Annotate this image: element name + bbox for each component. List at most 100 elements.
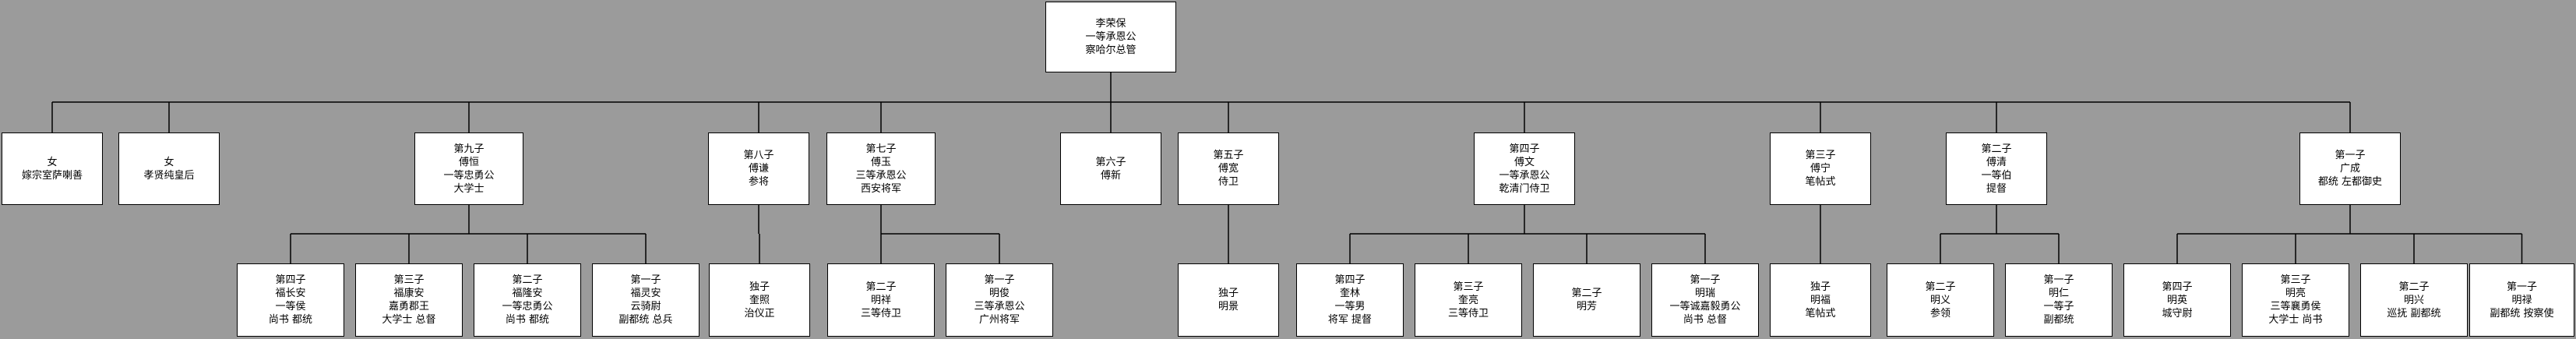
- grandchild-node-10-2-line-4: 副都统: [2043, 314, 2074, 326]
- grandchild-node-3-2-line-3: 嘉勇郡王: [388, 301, 429, 313]
- grandchild-node-3-3-line-2: 福隆安: [512, 288, 543, 299]
- child-node-3-line-4: 大学士: [453, 182, 485, 195]
- grandchild-node-3-4-line-3: 云骑尉: [630, 301, 661, 313]
- grandchild-node-11-2: 第三子明亮三等襄勇侯大学士 尚书: [2242, 263, 2349, 337]
- grandchild-node-10-1: 第二子明义参领: [1887, 263, 1994, 337]
- grandchild-node-8-2-line-1: 第三子: [1453, 281, 1484, 293]
- child-node-10-line-2: 傅清: [1986, 156, 2007, 168]
- grandchild-node-10-2-line-3: 一等子: [2043, 301, 2074, 313]
- grandchild-node-5-2-line-2: 明俊: [988, 288, 1010, 299]
- root-node-line-1: 李荣保: [1095, 18, 1126, 30]
- child-node-9-line-3: 笔帖式: [1805, 176, 1836, 188]
- child-node-6-line-2: 傅新: [1100, 169, 1121, 182]
- grandchild-node-11-2-line-4: 大学士 尚书: [2268, 314, 2323, 326]
- child-node-5: 第七子傅玉三等承恩公西安将军: [826, 132, 936, 205]
- grandchild-node-8-1-line-2: 奎林: [1339, 288, 1360, 299]
- child-node-6: 第六子傅新: [1060, 132, 1161, 205]
- child-node-6-line-1: 第六子: [1095, 156, 1126, 168]
- grandchild-node-11-2-line-2: 明亮: [2285, 288, 2306, 299]
- grandchild-node-7-1: 独子明景: [1178, 263, 1279, 337]
- child-node-2-line-1: 女: [164, 156, 174, 168]
- child-node-4-line-2: 傅谦: [748, 163, 769, 175]
- child-node-5-line-2: 傅玉: [870, 156, 891, 168]
- child-node-9-line-1: 第三子: [1805, 150, 1836, 161]
- grandchild-node-9-1-line-2: 明福: [1810, 294, 1831, 306]
- grandchild-node-8-4-line-2: 明瑞: [1694, 288, 1715, 299]
- grandchild-node-11-4-line-1: 第一子: [2506, 281, 2537, 293]
- grandchild-node-11-1-line-1: 第四子: [2162, 281, 2193, 293]
- grandchild-node-8-4-line-4: 尚书 总督: [1683, 314, 1728, 326]
- grandchild-node-5-1-line-3: 三等侍卫: [860, 307, 901, 320]
- child-node-7: 第五子傅宽侍卫: [1178, 132, 1279, 205]
- grandchild-node-8-1: 第四子奎林一等男将军 提督: [1296, 263, 1404, 337]
- grandchild-node-11-4-line-2: 明禄: [2511, 294, 2532, 306]
- child-node-2-line-2: 孝贤纯皇后: [143, 169, 195, 182]
- grandchild-node-4-1: 独子奎照治仪正: [709, 263, 810, 337]
- grandchild-node-10-2-line-2: 明仁: [2048, 288, 2069, 299]
- child-node-10: 第二子傅清一等伯提督: [1946, 132, 2047, 205]
- grandchild-node-9-1-line-1: 独子: [1810, 281, 1831, 293]
- child-node-11-line-2: 广成: [2339, 163, 2360, 175]
- grandchild-node-4-1-line-3: 治仪正: [744, 307, 775, 320]
- child-node-9: 第三子傅宁笔帖式: [1770, 132, 1871, 205]
- grandchild-node-8-4: 第一子明瑞一等诚嘉毅勇公尚书 总督: [1651, 263, 1759, 337]
- grandchild-node-11-2-line-1: 第三子: [2280, 274, 2311, 286]
- grandchild-node-3-2-line-2: 福康安: [393, 288, 425, 299]
- root-node: 李荣保一等承恩公察哈尔总管: [1045, 2, 1176, 72]
- child-node-11: 第一子广成都统 左都御史: [2299, 132, 2401, 205]
- grandchild-node-5-1-line-1: 第二子: [865, 281, 897, 293]
- child-node-3: 第九子傅恒一等忠勇公大学士: [414, 132, 523, 205]
- grandchild-node-10-1-line-2: 明义: [1929, 294, 1951, 306]
- grandchild-node-3-3-line-4: 尚书 都统: [505, 314, 550, 326]
- child-node-4-line-3: 参将: [748, 176, 769, 188]
- grandchild-node-3-1-line-4: 尚书 都统: [268, 314, 313, 326]
- grandchild-node-5-1-line-2: 明祥: [870, 294, 891, 306]
- grandchild-node-3-3-line-1: 第二子: [512, 274, 543, 286]
- grandchild-node-8-1-line-1: 第四子: [1334, 274, 1366, 286]
- grandchild-node-8-3: 第二子明芳: [1533, 263, 1640, 337]
- grandchild-node-8-2: 第三子奎亮三等侍卫: [1415, 263, 1522, 337]
- grandchild-node-11-3-line-3: 巡抚 副都统: [2387, 307, 2441, 320]
- grandchild-node-10-1-line-3: 参领: [1929, 307, 1951, 320]
- grandchild-node-7-1-line-2: 明景: [1218, 301, 1239, 313]
- root-node-line-3: 察哈尔总管: [1085, 44, 1136, 56]
- grandchild-node-5-2-line-4: 广州将军: [978, 314, 1020, 326]
- grandchild-node-11-3: 第二子明兴巡抚 副都统: [2360, 263, 2468, 337]
- grandchild-node-11-1-line-2: 明英: [2166, 294, 2187, 306]
- grandchild-node-8-2-line-2: 奎亮: [1457, 294, 1478, 306]
- child-node-8-line-2: 傅文: [1514, 156, 1535, 168]
- child-node-2: 女孝贤纯皇后: [118, 132, 220, 205]
- child-node-3-line-3: 一等忠勇公: [443, 169, 495, 182]
- grandchild-node-4-1-line-2: 奎照: [749, 294, 770, 306]
- child-node-5-line-4: 西安将军: [860, 182, 901, 195]
- grandchild-node-8-3-line-1: 第二子: [1571, 288, 1602, 299]
- grandchild-node-5-2: 第一子明俊三等承恩公广州将军: [946, 263, 1053, 337]
- grandchild-node-11-1: 第四子明英城守尉: [2123, 263, 2231, 337]
- child-node-4: 第八子傅谦参将: [708, 132, 809, 205]
- grandchild-node-11-4: 第一子明禄副都统 按察使: [2469, 263, 2574, 337]
- grandchild-node-11-2-line-3: 三等襄勇侯: [2270, 301, 2321, 313]
- grandchild-node-7-1-line-1: 独子: [1218, 288, 1239, 299]
- grandchild-node-3-1-line-3: 一等侯: [275, 301, 306, 313]
- grandchild-node-3-2: 第三子福康安嘉勇郡王大学士 总督: [355, 263, 463, 337]
- grandchild-node-3-1-line-1: 第四子: [275, 274, 306, 286]
- child-node-7-line-3: 侍卫: [1218, 176, 1239, 188]
- child-node-3-line-1: 第九子: [453, 143, 485, 155]
- grandchild-node-8-1-line-3: 一等男: [1334, 301, 1366, 313]
- child-node-9-line-2: 傅宁: [1810, 163, 1831, 175]
- grandchild-node-10-2-line-1: 第一子: [2043, 274, 2074, 286]
- child-node-1-line-1: 女: [47, 156, 58, 168]
- child-node-5-line-3: 三等承恩公: [855, 169, 907, 182]
- child-node-7-line-2: 傅宽: [1218, 163, 1239, 175]
- grandchild-node-3-4-line-1: 第一子: [630, 274, 661, 286]
- child-node-1-line-2: 嫁宗室萨喇善: [21, 169, 83, 182]
- grandchild-node-5-2-line-3: 三等承恩公: [974, 301, 1025, 313]
- grandchild-node-8-4-line-3: 一等诚嘉毅勇公: [1669, 301, 1741, 313]
- grandchild-node-8-3-line-2: 明芳: [1576, 301, 1597, 313]
- grandchild-node-11-3-line-2: 明兴: [2403, 294, 2424, 306]
- grandchild-node-8-1-line-4: 将军 提督: [1327, 314, 1373, 326]
- grandchild-node-8-2-line-3: 三等侍卫: [1447, 307, 1489, 320]
- grandchild-node-10-1-line-1: 第二子: [1925, 281, 1956, 293]
- grandchild-node-3-2-line-4: 大学士 总督: [382, 314, 436, 326]
